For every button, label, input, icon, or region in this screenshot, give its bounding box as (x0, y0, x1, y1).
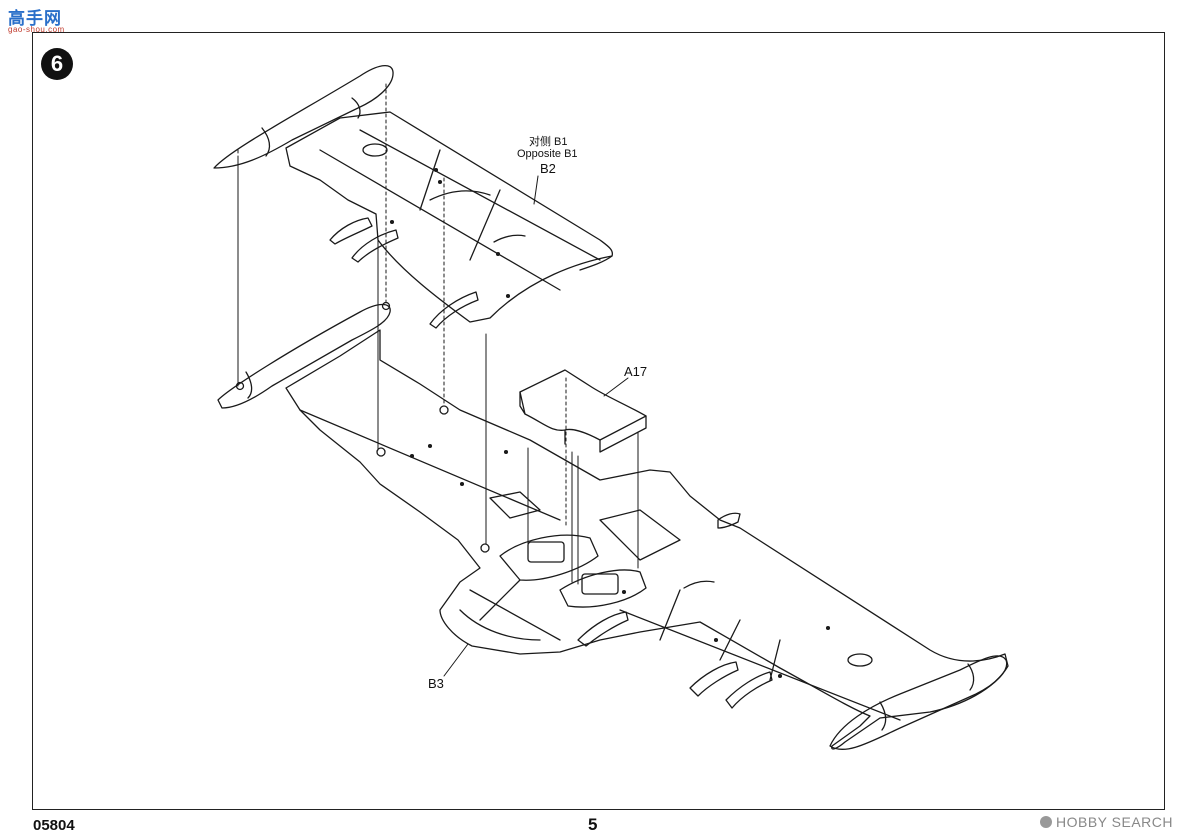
callout-a17: A17 (624, 364, 648, 379)
upper-tip-tank (213, 65, 394, 169)
center-mount-left (499, 534, 599, 581)
product-code: 05804 (33, 817, 75, 834)
callout-b3: B3 (428, 676, 444, 691)
callout-b2: B2 (540, 161, 556, 176)
a17-part (519, 369, 647, 453)
lower-right-tip-tank (829, 655, 1008, 751)
callout-opposite-b1-en: Opposite B1 (517, 148, 578, 160)
watermark-logo: 高手网 gao-shou.com (6, 4, 70, 36)
lower-pylon-3 (725, 671, 773, 709)
upper-wing-surface (285, 111, 614, 323)
lower-left-tip-tank (217, 303, 391, 409)
lower-pylon-1 (577, 611, 629, 647)
upper-pylon-1 (329, 217, 373, 245)
watermark-title: 高手网 (8, 9, 62, 29)
a17-top-face (519, 369, 647, 441)
lower-wing-part (217, 301, 1009, 751)
upper-pylon-2 (351, 229, 399, 263)
page-number: 5 (588, 815, 598, 834)
brand-logo-icon (1040, 816, 1052, 828)
upper-pylon-3 (429, 291, 479, 329)
center-mount-right (559, 569, 647, 608)
upper-wing-part (213, 65, 614, 329)
alignment-guides (237, 83, 639, 677)
lower-pylon-2 (689, 661, 739, 697)
step-number-badge: 6 (41, 48, 73, 80)
instruction-frame (32, 32, 1165, 810)
brand-watermark: HOBBY SEARCH (1040, 812, 1173, 832)
lower-wing-surface (285, 329, 1009, 750)
brand-name: HOBBY SEARCH (1056, 814, 1173, 830)
watermark-subtitle: gao-shou.com (8, 25, 65, 34)
callout-opposite-b1-cn: 对侧 B1 (529, 136, 568, 148)
